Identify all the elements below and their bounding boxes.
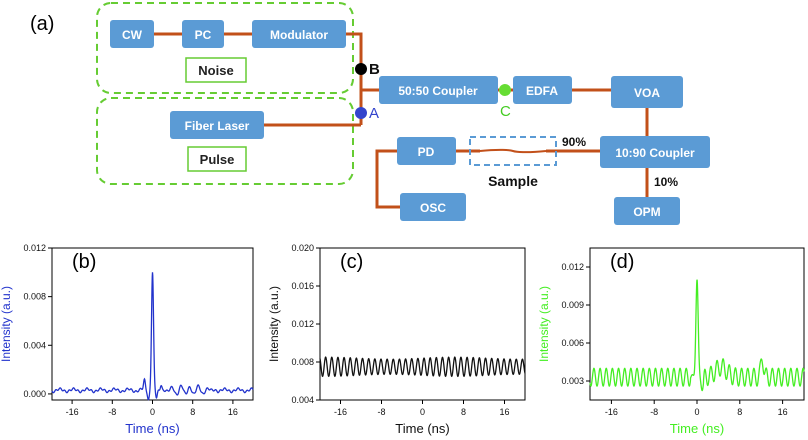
- block-osc: OSC: [400, 193, 466, 221]
- x-axis-label: Time (ns): [670, 421, 724, 436]
- chart-panel-c: (c) -16 -8 0 8 16 0.004 0.008 0.012 0.016 0.020Tim…: [267, 243, 526, 436]
- setup-diagram: (a) CW PC: [30, 2, 710, 225]
- port-c-label: C: [500, 103, 511, 120]
- block-cw: CW: [110, 20, 154, 48]
- pulse-label-box: Pulse: [187, 146, 247, 172]
- block-coupler-5050-label: 50:50 Coupler: [398, 84, 478, 98]
- block-coupler-1090-label: 10:90 Coupler: [615, 146, 695, 160]
- x-tick-label: 16: [499, 407, 509, 417]
- y-tick-label: 0.016: [291, 281, 314, 291]
- block-opm: OPM: [614, 197, 680, 225]
- x-tick-label: -8: [108, 407, 116, 417]
- panel-label: (c): [340, 251, 363, 273]
- sample-label: Sample: [488, 173, 538, 189]
- y-axis-label: Intensity (a.u.): [537, 286, 551, 362]
- y-tick-label: 0.009: [561, 300, 584, 310]
- x-tick-label: -8: [377, 407, 385, 417]
- block-opm-label: OPM: [633, 205, 660, 219]
- block-pd: PD: [397, 137, 456, 165]
- y-axis-label: Intensity (a.u.): [0, 286, 13, 362]
- series-line: [319, 356, 526, 378]
- y-tick-label: 0.003: [561, 376, 584, 386]
- x-tick-label: 0: [694, 407, 699, 417]
- percent-90-label: 90%: [562, 135, 586, 149]
- y-tick-label: 0.012: [561, 262, 584, 272]
- y-tick-label: 0.004: [291, 395, 314, 405]
- block-cw-label: CW: [122, 28, 143, 42]
- x-tick-label: -16: [66, 407, 79, 417]
- pulse-label: Pulse: [200, 152, 235, 167]
- y-tick-label: 0.012: [291, 319, 314, 329]
- x-tick-label: -16: [605, 407, 618, 417]
- pulse-group-outline: [96, 97, 354, 185]
- sample: Sample: [469, 136, 557, 189]
- x-axis-label: Time (ns): [125, 421, 179, 436]
- x-tick-label: -8: [650, 407, 658, 417]
- y-tick-label: 0.008: [23, 292, 46, 302]
- port-b-marker: [355, 63, 367, 75]
- percent-10-label: 10%: [654, 175, 678, 189]
- x-tick-label: 16: [228, 407, 238, 417]
- x-tick-label: 0: [150, 407, 155, 417]
- y-axis-label: Intensity (a.u.): [267, 286, 281, 362]
- block-coupler-5050: 50:50 Coupler: [379, 76, 498, 104]
- y-tick-label: 0.020: [291, 243, 314, 253]
- block-fiber-laser-label: Fiber Laser: [185, 119, 250, 133]
- y-tick-label: 0.000: [23, 389, 46, 399]
- block-pc: PC: [182, 20, 224, 48]
- noise-group-outline: [96, 2, 354, 94]
- block-fiber-laser: Fiber Laser: [170, 111, 264, 139]
- y-tick-label: 0.008: [291, 357, 314, 367]
- port-a-marker: [355, 107, 367, 119]
- block-modulator: Modulator: [252, 20, 346, 48]
- sample-box: [469, 136, 557, 166]
- block-pd-label: PD: [418, 145, 435, 159]
- noise-label: Noise: [198, 63, 233, 78]
- y-tick-label: 0.004: [23, 340, 46, 350]
- noise-label-box: Noise: [185, 57, 247, 83]
- block-edfa-label: EDFA: [526, 84, 558, 98]
- series-line: [589, 279, 805, 392]
- panel-label: (b): [72, 251, 96, 273]
- x-tick-label: 16: [778, 407, 788, 417]
- block-pc-label: PC: [195, 28, 212, 42]
- x-tick-label: 8: [461, 407, 466, 417]
- y-tick-label: 0.012: [23, 243, 46, 253]
- x-tick-label: 8: [737, 407, 742, 417]
- y-tick-label: 0.006: [561, 338, 584, 348]
- tapered-fiber: [479, 148, 547, 154]
- block-voa-label: VOA: [634, 86, 660, 100]
- block-coupler-1090: 10:90 Coupler: [600, 136, 710, 168]
- port-a-label: A: [369, 105, 379, 122]
- block-modulator-label: Modulator: [270, 28, 328, 42]
- x-tick-label: 8: [190, 407, 195, 417]
- port-b-label: B: [369, 61, 380, 78]
- block-osc-label: OSC: [420, 201, 446, 215]
- block-edfa: EDFA: [513, 76, 572, 104]
- block-voa: VOA: [611, 76, 683, 108]
- panel-label: (d): [610, 251, 634, 273]
- series-line: [51, 272, 254, 401]
- x-axis-label: Time (ns): [395, 421, 449, 436]
- panel-label-a: (a): [30, 13, 54, 35]
- x-tick-label: -16: [334, 407, 347, 417]
- x-tick-label: 0: [420, 407, 425, 417]
- port-c-marker: [499, 84, 511, 96]
